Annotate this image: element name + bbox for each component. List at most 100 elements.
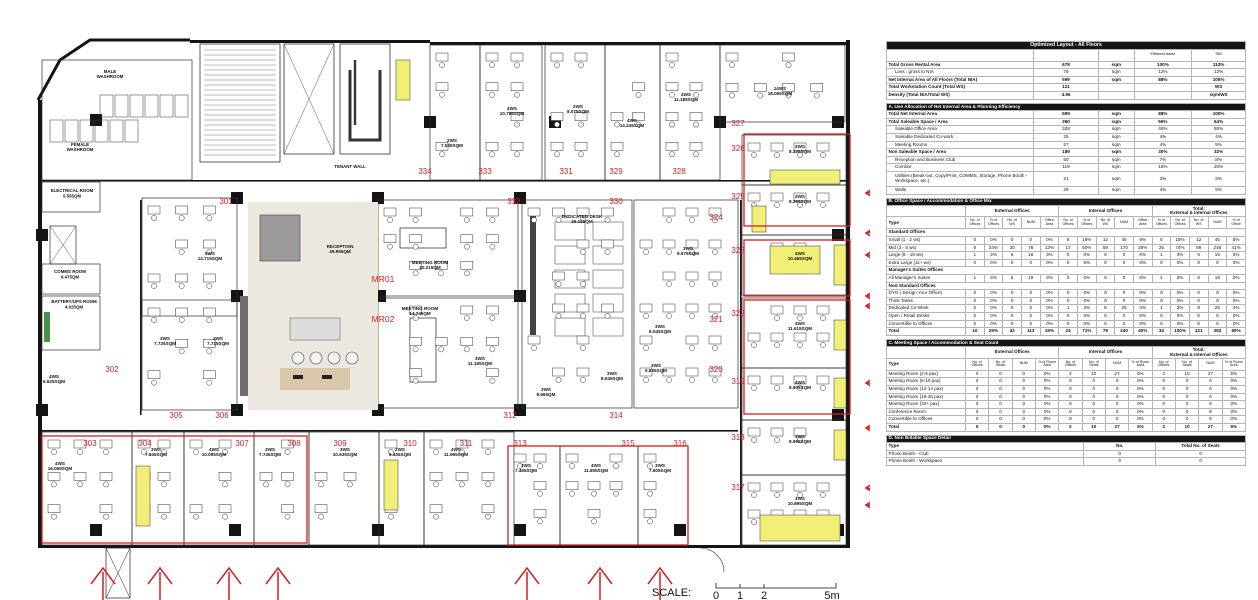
office-room [253, 431, 310, 546]
room-number: 316 [673, 439, 687, 448]
office-chair [614, 151, 620, 158]
table-cell: 1 [1151, 274, 1172, 283]
workstation-desk [533, 509, 547, 518]
scale-tick-label: 0 [713, 590, 719, 600]
toilet-cubicle [64, 119, 79, 143]
office-chair [643, 313, 649, 319]
office-chair [785, 92, 792, 99]
table-cell: 0% [1170, 312, 1190, 321]
office-chair [757, 92, 764, 99]
scale-tick-label: 2 [761, 590, 767, 600]
workstation-desk [486, 337, 499, 346]
section-c-table: C. Meeting Space / Accommodation & Seat … [886, 338, 1247, 432]
column-header: NUM [1011, 357, 1036, 371]
structural-column [36, 404, 48, 416]
room-number: 304 [138, 439, 152, 448]
office-chair [666, 249, 672, 255]
office-chair [647, 463, 653, 469]
workstation-desk [47, 439, 61, 449]
table-cell: 0 [1188, 258, 1209, 268]
lift-shaft [339, 43, 391, 155]
group-header: External Offices [964, 346, 1060, 359]
table-cell: 0 [1104, 392, 1130, 402]
table-cell: 3% [1076, 304, 1097, 313]
row-label: Meeting Rooms [885, 140, 1035, 150]
workstation-desk [429, 472, 443, 481]
group-header: Internal Offices [1058, 346, 1153, 359]
area-value: 27 [1033, 140, 1099, 150]
workstation-desk [816, 305, 830, 315]
table-cell: 6 [1188, 274, 1209, 283]
group-header: External Offices [964, 205, 1060, 218]
office-chair [206, 379, 213, 386]
table-cell: 0 [965, 289, 985, 298]
table-cell: 3% [983, 251, 1004, 260]
percent-value: 30% [1133, 148, 1193, 157]
office-chair [222, 513, 228, 520]
table-cell: 353 [1207, 327, 1228, 336]
office-chair [531, 345, 537, 351]
workstation-desk [816, 142, 830, 152]
table-cell: 113 [1020, 327, 1041, 336]
table-cell: 0 [1155, 449, 1246, 459]
office-chair [222, 449, 228, 455]
office-room [479, 44, 543, 181]
table-cell: 0 [1095, 274, 1116, 283]
office-chair [555, 313, 562, 319]
room-number: 323 [731, 246, 745, 255]
table-cell: 0 [1114, 251, 1134, 260]
table-cell: 240 [1114, 327, 1134, 336]
office-chair [318, 481, 324, 488]
table-cell: 0% [983, 289, 1004, 298]
table-cell: 0 [1207, 319, 1228, 329]
office-chair [693, 151, 699, 158]
table-cell: 0 [1151, 289, 1172, 298]
percent-value: WS [1191, 83, 1246, 92]
office-chair [666, 377, 672, 383]
office-chair [555, 217, 562, 223]
office-room [719, 44, 846, 123]
office-chair [412, 243, 419, 250]
tenant-wall-label: TENANT WALL [334, 164, 366, 169]
markup-box [507, 445, 689, 546]
workstation-desk [460, 305, 474, 315]
column-header: % of Office [1226, 216, 1246, 230]
room-number: 326 [731, 144, 745, 153]
workstation-desk [203, 273, 216, 283]
office-chair [666, 281, 672, 287]
workstation-desk [747, 192, 761, 202]
office-chair [820, 342, 826, 348]
table-cell: 0% [1221, 407, 1247, 417]
row-label: Convertible to Offices [886, 415, 966, 424]
area-value: 29 [1033, 185, 1099, 195]
workstation-desk [816, 482, 830, 492]
workstation-desk [793, 427, 807, 437]
room-number: 334 [418, 167, 432, 176]
table-row: Utilities (Break-out, Copy/Print, COMMS,… [885, 170, 1246, 187]
column-header: No. of Offices [1058, 216, 1078, 230]
row-label: Meeting Room (12-14 pax) [886, 384, 966, 394]
group-row: Non-Standard Offices [886, 281, 1246, 291]
table-cell: 0% [1226, 319, 1246, 329]
unit [1097, 90, 1135, 100]
office-room [41, 431, 133, 546]
office-chair [463, 243, 470, 250]
office-chair [517, 463, 523, 469]
table-cell: 0 [1151, 392, 1176, 402]
office-chair [178, 215, 185, 221]
toilet-cubicle [114, 94, 129, 118]
table-cell: 0% [983, 258, 1004, 268]
room-number: 317 [731, 483, 745, 492]
table-cell: 74% [1170, 243, 1190, 253]
table-cell: 0% [1039, 312, 1060, 321]
office-chair [284, 513, 291, 520]
workstation-desk [552, 367, 565, 377]
area-value: 121 [1033, 83, 1099, 92]
